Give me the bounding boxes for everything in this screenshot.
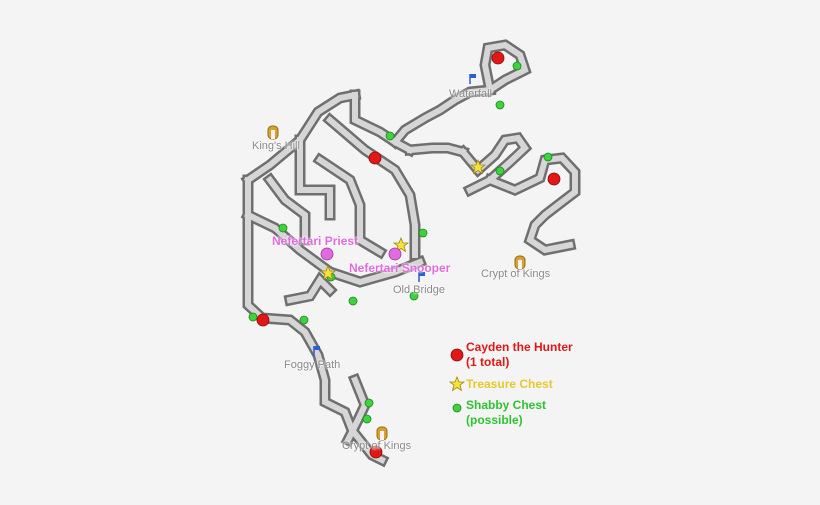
legend-treasure-text: Treasure Chest <box>466 377 553 391</box>
shabby-chest-marker <box>362 414 372 424</box>
shabby-chest-marker <box>495 100 505 110</box>
boss-marker <box>256 313 270 327</box>
legend-treasure-icon <box>448 376 466 392</box>
label-crypt-east: Crypt of Kings <box>481 268 551 280</box>
label-foggy-path: Foggy Path <box>284 359 341 371</box>
shabby-chest-marker <box>299 315 309 325</box>
legend-shabby-icon <box>448 398 466 414</box>
legend-boss-text: Cayden the Hunter (1 total) <box>466 340 573 369</box>
treasure-star-icon <box>469 158 487 175</box>
waypoint-flag-icon <box>469 74 476 84</box>
waypoint-flag-icon <box>313 346 320 356</box>
npc-markers <box>320 247 402 261</box>
shabby-chest-marker <box>418 228 428 238</box>
waypoint-flag-icon <box>418 272 425 282</box>
shabby-chest-marker <box>278 223 288 233</box>
shabby-chest-marker <box>409 291 419 301</box>
npc-priest-marker <box>320 247 334 261</box>
label-crypt-south: Crypt of Kings <box>342 440 412 452</box>
legend-row-treasure: Treasure Chest <box>448 376 608 392</box>
boss-marker <box>369 445 383 459</box>
shabby-chest-marker <box>364 398 374 408</box>
label-waterfall: Waterfall <box>449 88 492 100</box>
npc-snooper-label: Nefertari Snooper <box>349 261 451 275</box>
shabby-chest-marker <box>385 131 395 141</box>
crypt-door-icon <box>514 255 526 270</box>
boss-marker <box>547 172 561 186</box>
legend-shabby-text: Shabby Chest (possible) <box>466 398 547 427</box>
legend-row-shabby: Shabby Chest (possible) <box>448 398 608 428</box>
crypt-door-icon <box>376 426 388 441</box>
shabby-chest-marker <box>248 312 258 322</box>
shabby-chest-marker <box>495 166 505 176</box>
crypt-door-icon <box>267 125 279 140</box>
legend: Cayden the Hunter (1 total) Treasure Che… <box>448 340 608 434</box>
legend-row-boss: Cayden the Hunter (1 total) <box>448 340 608 370</box>
boss-marker <box>491 51 505 65</box>
boss-markers <box>256 51 561 459</box>
shabby-chest-marker <box>348 296 358 306</box>
shabby-chest-markers <box>248 61 553 424</box>
treasure-star-icon <box>319 264 337 281</box>
boss-marker <box>368 151 382 165</box>
shabby-chest-marker <box>512 61 522 71</box>
npc-priest-label: Nefertari Priest <box>272 234 359 248</box>
legend-boss-icon <box>448 340 466 362</box>
label-old-bridge: Old Bridge <box>393 284 445 296</box>
label-kings-hill: King's Hill <box>252 140 300 152</box>
shabby-chest-marker <box>543 152 553 162</box>
npc-snooper-marker <box>388 247 402 261</box>
